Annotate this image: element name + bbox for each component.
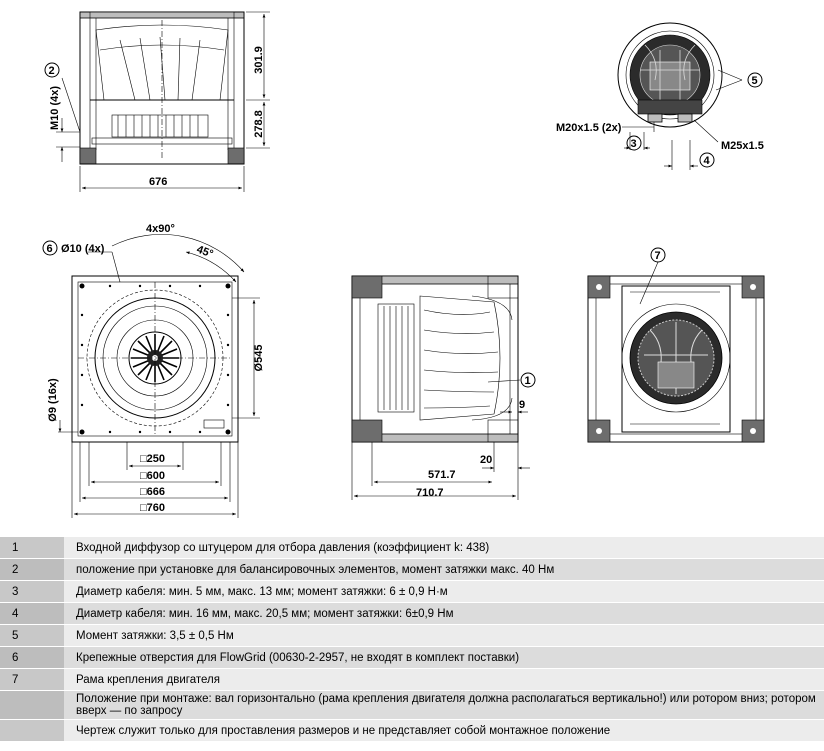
side-view-top bbox=[56, 11, 270, 192]
dim-phi10: Ø10 (4x) bbox=[61, 243, 105, 255]
dim-20: 20 bbox=[480, 454, 492, 466]
rear-view bbox=[587, 261, 765, 443]
dim-9: 9 bbox=[519, 399, 525, 411]
legend-text: Положение при монтаже: вал горизонтально… bbox=[64, 690, 824, 720]
legend-row: Чертеж служит только для проставления ра… bbox=[0, 719, 824, 742]
legend-text: Диаметр кабеля: мин. 16 мм, макс. 20,5 м… bbox=[64, 602, 824, 625]
legend-number: 4 bbox=[0, 602, 64, 625]
dim-phi545: Ø545 bbox=[253, 345, 265, 372]
dim-710-7: 710.7 bbox=[416, 487, 444, 499]
legend-row: Положение при монтаже: вал горизонтально… bbox=[0, 690, 824, 720]
legend-number: 1 bbox=[0, 537, 64, 559]
legend-number: 7 bbox=[0, 668, 64, 691]
legend-text: Чертеж служит только для проставления ра… bbox=[64, 719, 824, 742]
dim-45: 45° bbox=[195, 244, 215, 261]
side-view-section bbox=[351, 275, 530, 500]
legend-number: 5 bbox=[0, 624, 64, 647]
callout-5-circle bbox=[747, 72, 763, 88]
legend-text: Момент затяжки: 3,5 ± 0,5 Нм bbox=[64, 624, 824, 647]
legend-number bbox=[0, 719, 64, 742]
dim-676: 676 bbox=[149, 176, 167, 188]
dim-m20: M20x1.5 (2x) bbox=[556, 122, 622, 134]
callout-2-circle bbox=[44, 62, 60, 78]
dim-278-8: 278.8 bbox=[253, 110, 265, 138]
legend-number: 6 bbox=[0, 646, 64, 669]
dim-m10: M10 (4x) bbox=[49, 86, 61, 130]
legend-text: Входной диффузор со штуцером для отбора … bbox=[64, 537, 824, 559]
callout-4-circle bbox=[699, 152, 715, 168]
callout-2: 2 bbox=[49, 65, 55, 77]
callout-4: 4 bbox=[704, 155, 711, 167]
callout-6: 6 bbox=[47, 243, 53, 255]
legend-number: 2 bbox=[0, 558, 64, 581]
legend-number bbox=[0, 690, 64, 720]
callout-1-circle bbox=[520, 372, 536, 388]
dim-sq250: □250 bbox=[140, 453, 165, 465]
detail-view-terminal-box bbox=[617, 22, 743, 170]
legend-text: Рама крепления двигателя bbox=[64, 668, 824, 691]
callout-3: 3 bbox=[631, 138, 637, 150]
dim-m25: M25x1.5 bbox=[721, 140, 764, 152]
dim-571-7: 571.7 bbox=[428, 469, 456, 481]
front-view bbox=[58, 234, 260, 518]
technical-drawing: 676 301.9 278.8 M10 (4x) 2 5 bbox=[42, 11, 765, 518]
callout-5: 5 bbox=[752, 75, 758, 87]
callout-6-circle bbox=[42, 240, 58, 256]
callout-3-circle bbox=[626, 135, 642, 151]
callout-7: 7 bbox=[655, 250, 661, 262]
dim-sq666: □666 bbox=[140, 486, 165, 498]
legend-text: положение при установке для балансировоч… bbox=[64, 558, 824, 581]
callout-7-circle bbox=[650, 247, 666, 263]
dim-4x90: 4x90° bbox=[146, 223, 175, 235]
callout-1: 1 bbox=[525, 375, 531, 387]
dim-301-9: 301.9 bbox=[253, 46, 265, 74]
dim-sq600: □600 bbox=[140, 470, 165, 482]
dim-phi9: Ø9 (16x) bbox=[47, 378, 59, 422]
legend-text: Крепежные отверстия для FlowGrid (00630-… bbox=[64, 646, 824, 669]
legend-number: 3 bbox=[0, 580, 64, 603]
dim-sq760: □760 bbox=[140, 502, 165, 514]
legend-text: Диаметр кабеля: мин. 5 мм, макс. 13 мм; … bbox=[64, 580, 824, 603]
